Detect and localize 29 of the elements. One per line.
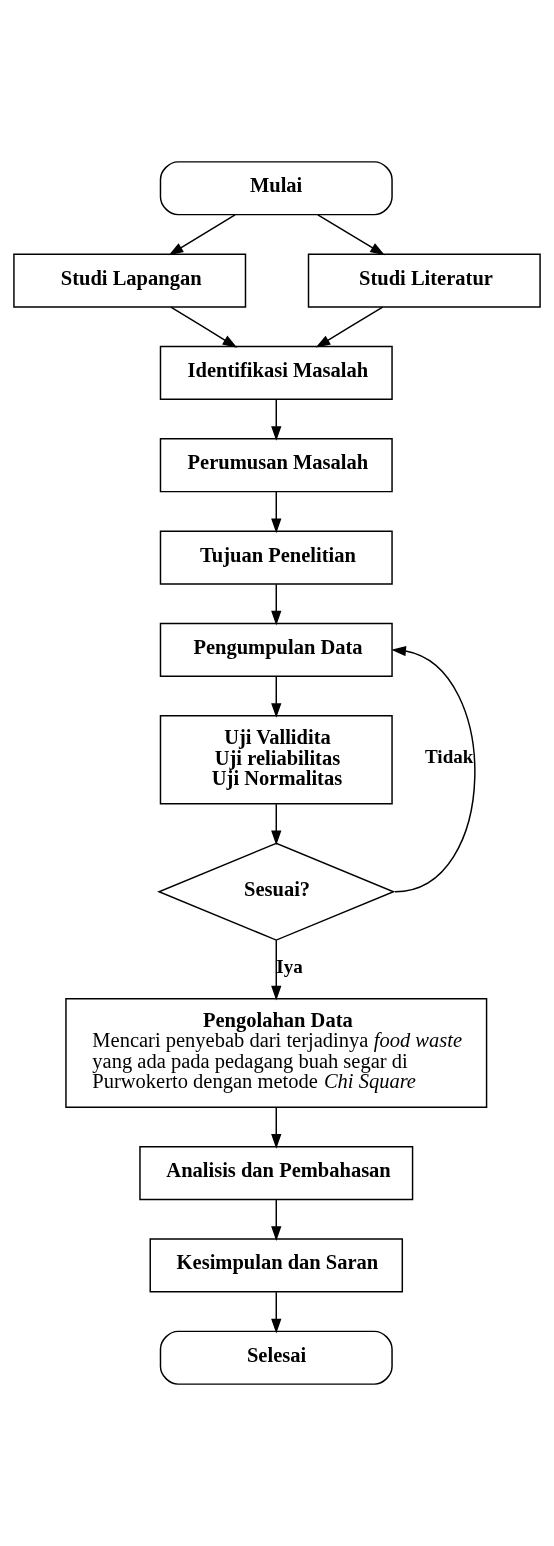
arrow (271, 1291, 282, 1334)
node-diamond: Sesuai? (157, 842, 396, 941)
arrow (271, 491, 282, 534)
arrow (271, 675, 282, 718)
node-box: Mulai (159, 161, 393, 216)
arrow (271, 399, 282, 441)
edge-label: Tidak (425, 745, 474, 767)
arrow (271, 1106, 282, 1149)
arrow (168, 214, 236, 256)
node-box: Kesimpulan dan Saran (149, 1238, 404, 1293)
node-box: Identifikasi Masalah (159, 345, 393, 400)
node-box: Uji Vallidita Uji reliabilitas Uji Normalitas (159, 715, 393, 805)
node-box: Pengolahan Data Mencari penyebab dari terjadinya food waste yang ada pada pedagang buah segar di Purwokerto dengan metode Chi Square (65, 997, 488, 1108)
node-box: Pengumpulan Data (159, 622, 393, 677)
edge-label: Iya (276, 955, 303, 977)
node-box: Selesai (159, 1330, 393, 1385)
arrow (315, 306, 384, 348)
node-box: Studi Lapangan (13, 253, 247, 308)
node-box: Analisis dan Pembahasan (139, 1146, 414, 1201)
arrow (170, 306, 238, 348)
node-box: Perumusan Masalah (159, 438, 393, 493)
node-box: Studi Literatur (307, 253, 541, 308)
arrow (271, 583, 282, 626)
node-box: Tujuan Penelitian (159, 530, 393, 585)
arrow (271, 939, 282, 1001)
arrow (271, 1199, 282, 1242)
arrow (271, 803, 282, 846)
arrow (391, 645, 476, 893)
arrow (317, 214, 385, 256)
